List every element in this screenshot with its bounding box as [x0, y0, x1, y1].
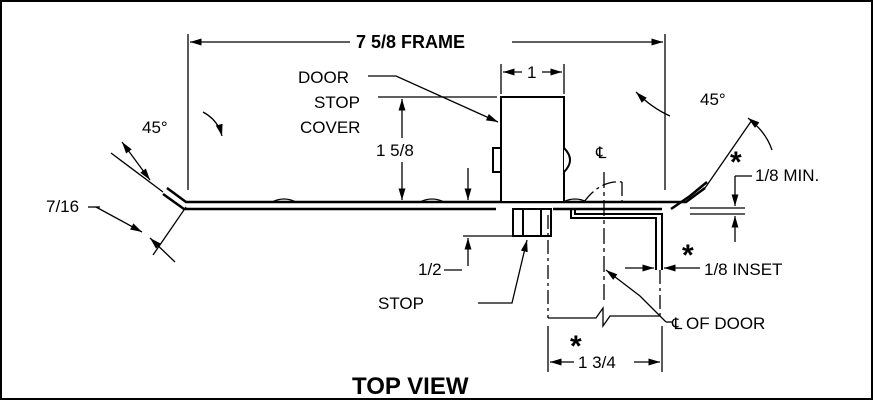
door-stop-cover-line-1: DOOR [298, 68, 349, 87]
note-marker-1: * [730, 146, 742, 179]
door-stop-cover-line-3: COVER [300, 118, 360, 137]
door-stop-cover-shape [492, 96, 571, 203]
half-label: 1/2 [418, 260, 442, 279]
cl-of-door-symbol: ℄ [671, 316, 683, 333]
centerline-symbol: ℄ [595, 145, 607, 162]
drawing-title: TOP VIEW [352, 373, 469, 400]
note-marker-3: * [570, 330, 582, 363]
eighth-inset-label: 1/8 INSET [704, 260, 782, 279]
frame-dimension-label: 7 5/8 FRAME [356, 32, 465, 52]
frame-profile [162, 181, 708, 211]
stop-shape [512, 208, 552, 237]
left-angle-label: 45° [142, 118, 168, 137]
dimension-lines [95, 38, 773, 366]
one-dimension-label: 1 [527, 63, 536, 82]
seven-sixteenths-label: 7/16 [46, 197, 79, 216]
leaders [368, 75, 672, 323]
note-marker-2: * [682, 239, 694, 272]
extension-lines [110, 34, 753, 372]
right-angle-label: 45° [700, 90, 726, 109]
one-five-eighths-label: 1 5/8 [376, 141, 414, 160]
door-stop-cover-line-2: STOP [314, 93, 360, 112]
cl-of-door-label: OF DOOR [686, 314, 765, 333]
one-three-quarters-label: 1 3/4 [578, 353, 616, 372]
door-outline [547, 181, 661, 318]
door-break-line [548, 305, 660, 329]
stop-label: STOP [378, 294, 424, 313]
eighth-min-label: 1/8 MIN. [755, 166, 819, 185]
jamb-return [570, 209, 663, 270]
